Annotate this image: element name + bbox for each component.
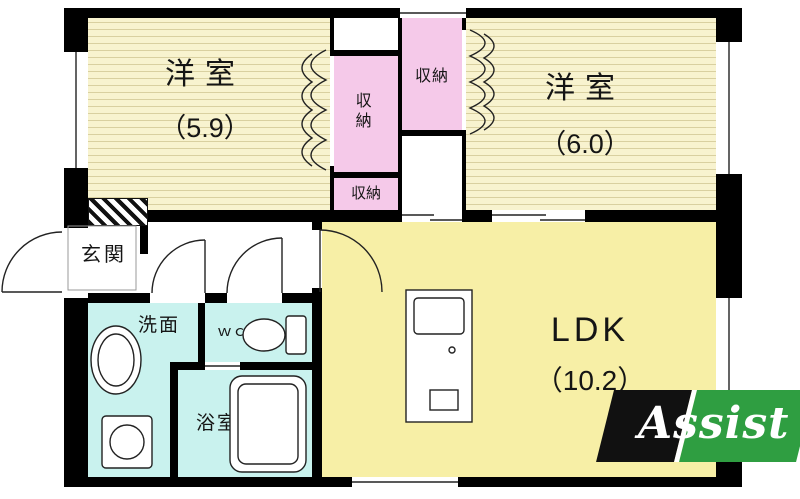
- wall: [88, 293, 150, 303]
- wall: [462, 210, 492, 222]
- wall: [205, 293, 227, 303]
- room-bedroom2-floor: [466, 16, 716, 210]
- sliding-door: [492, 214, 585, 221]
- bedroom1-label: 洋室: [165, 58, 245, 91]
- wall: [330, 166, 334, 210]
- washroom-door-arc: [151, 239, 206, 294]
- closet-top-floor: [402, 16, 462, 130]
- wc-label: ｗｃ: [216, 323, 247, 340]
- sliding-door: [402, 214, 462, 221]
- wall: [198, 303, 205, 362]
- bedroom2-label: 洋室: [545, 72, 625, 105]
- logo-text: Assist: [638, 398, 790, 449]
- closet-left-floor: [334, 56, 398, 172]
- entrance-step: [88, 198, 148, 226]
- wall: [462, 16, 466, 30]
- closet-left-label: 収納: [352, 92, 370, 132]
- washroom-label: 洗面: [137, 315, 180, 336]
- wall: [330, 50, 402, 56]
- room-bedroom1-floor: [88, 16, 330, 210]
- wall: [64, 8, 722, 18]
- window: [64, 52, 88, 168]
- assist-logo: Assist: [596, 390, 800, 462]
- entrance-door-arc: [1, 231, 63, 293]
- wc-door-arc: [226, 237, 283, 294]
- wall: [398, 16, 402, 210]
- bathroom-label: 浴室: [195, 413, 238, 434]
- bedroom2-area: （6.0）: [539, 129, 631, 159]
- ldk-label: LDK: [550, 311, 630, 349]
- bedroom1-area: （5.9）: [159, 113, 251, 143]
- wall: [330, 16, 334, 50]
- window: [400, 8, 466, 18]
- wall: [585, 210, 716, 222]
- wall: [330, 172, 402, 178]
- closet-bottom-floor: [334, 178, 398, 210]
- closet-top-label: 収納: [414, 68, 449, 85]
- wall: [64, 298, 88, 487]
- wall: [312, 222, 322, 230]
- wall: [170, 362, 205, 370]
- window: [716, 298, 742, 390]
- wall: [88, 210, 402, 222]
- window: [716, 42, 742, 174]
- wall: [312, 288, 322, 477]
- wall: [170, 362, 178, 477]
- closet-bottom-label: 収納: [350, 185, 381, 202]
- wall: [282, 293, 322, 303]
- wall: [462, 130, 466, 210]
- wall: [140, 222, 148, 254]
- entrance-label: 玄関: [81, 244, 127, 266]
- wall: [240, 362, 312, 370]
- window: [352, 477, 458, 487]
- wall: [398, 130, 466, 136]
